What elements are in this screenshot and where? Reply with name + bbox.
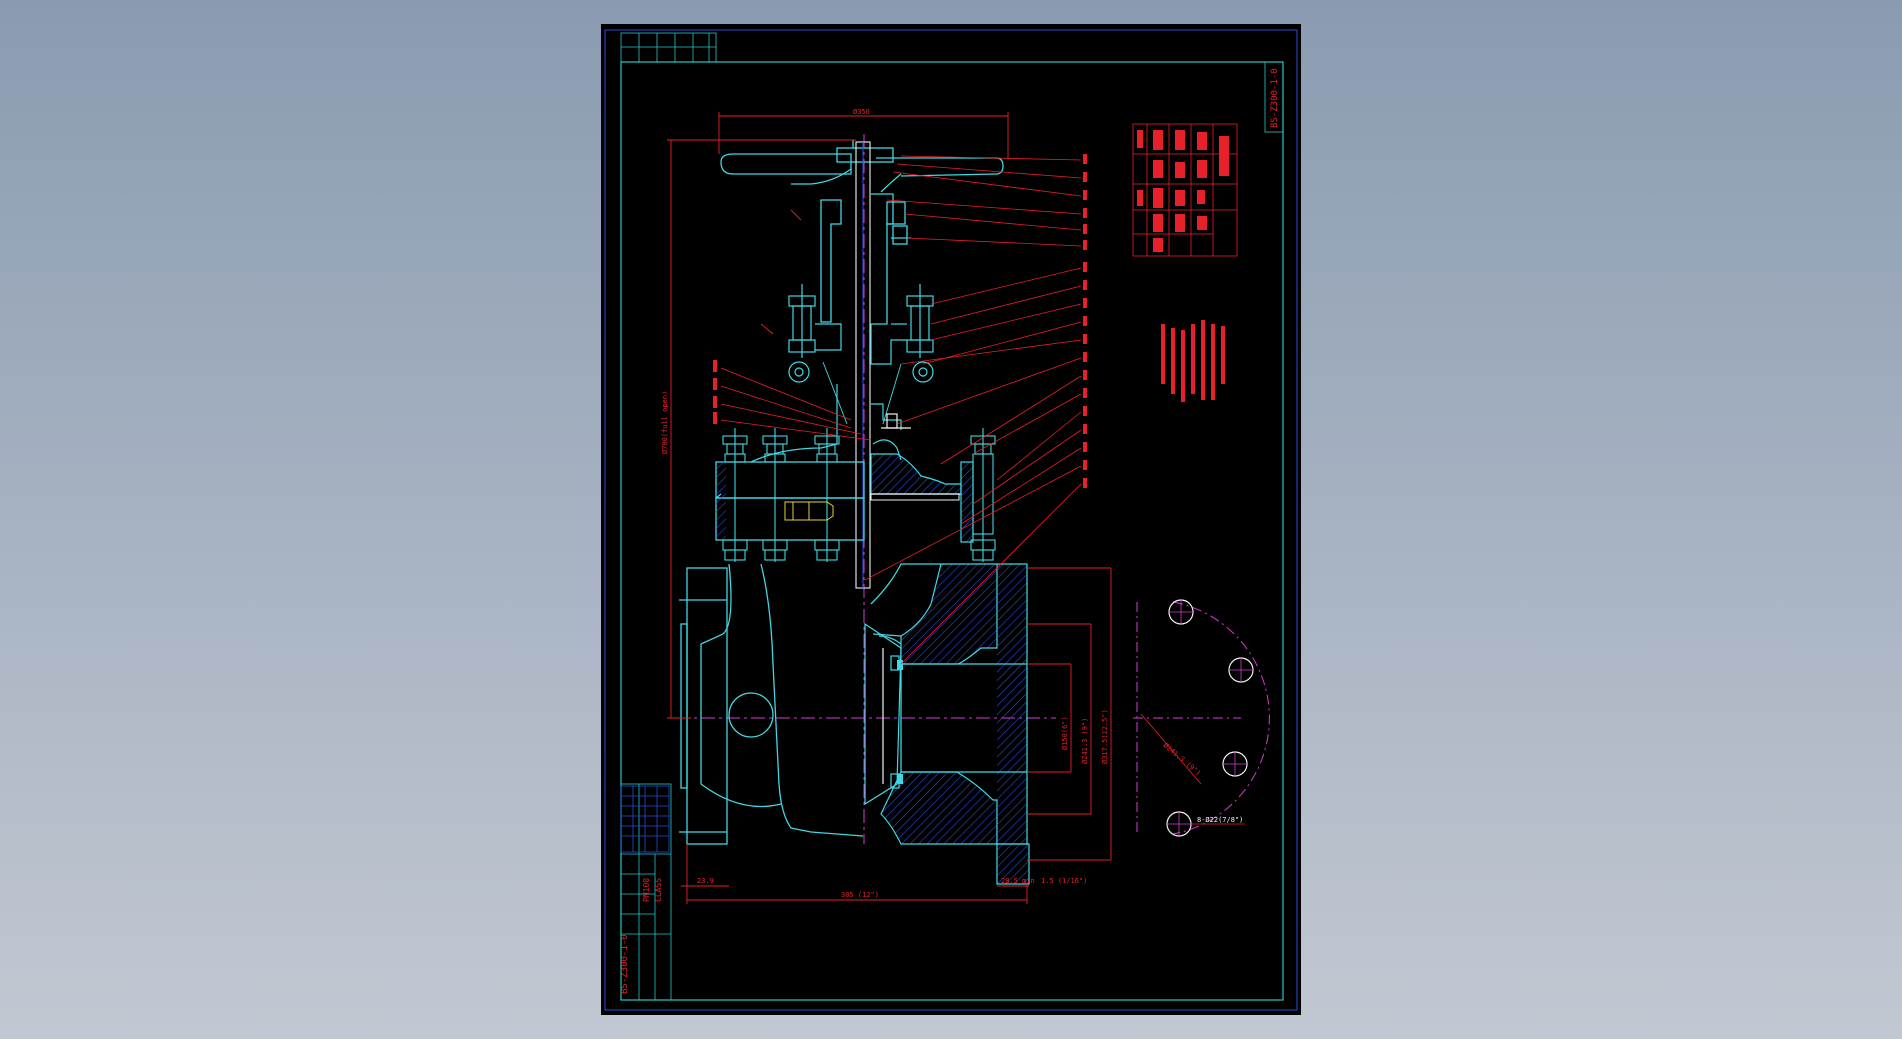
svg-text:Ø150(6"): Ø150(6") bbox=[1061, 716, 1069, 750]
svg-text:Ø700(full open): Ø700(full open) bbox=[661, 391, 669, 454]
body-right-outline bbox=[870, 563, 1027, 773]
svg-text:23.9: 23.9 bbox=[697, 877, 714, 885]
title-block-text: PN100 CLASS bbox=[642, 878, 663, 902]
valve-body-section bbox=[880, 563, 1030, 885]
title-block-grid bbox=[620, 785, 670, 853]
drawing-number-bottom: BS-Z300-1-0 bbox=[620, 934, 630, 994]
handwheel bbox=[720, 140, 1004, 193]
svg-text:Ø350: Ø350 bbox=[853, 108, 870, 116]
svg-text:PN100: PN100 bbox=[642, 878, 651, 902]
valve-body-left bbox=[700, 563, 864, 837]
valve-stem bbox=[855, 141, 871, 589]
drawing-frame bbox=[620, 61, 1284, 1001]
svg-text:CLASS: CLASS bbox=[654, 878, 663, 902]
yoke-bolts bbox=[788, 284, 934, 365]
title-block bbox=[620, 783, 672, 1001]
bonnet-section bbox=[870, 453, 962, 501]
right-bonnet-flange bbox=[960, 461, 974, 543]
svg-text:8-Ø22(7/8"): 8-Ø22(7/8") bbox=[1197, 816, 1243, 824]
svg-text:1.5 (1/16"): 1.5 (1/16") bbox=[1041, 877, 1087, 885]
svg-text:BS-Z300-1-0: BS-Z300-1-0 bbox=[620, 934, 630, 994]
revision-box bbox=[620, 32, 717, 63]
dimension-text: Ø350 Ø700(full open) 305 (12") 23.9 28.5… bbox=[661, 108, 1109, 899]
parts-table bbox=[1132, 123, 1238, 257]
leader-lines bbox=[720, 155, 1082, 665]
gland-detail bbox=[784, 501, 834, 521]
svg-text:BS-Z300-1-0: BS-Z300-1-0 bbox=[1270, 68, 1280, 128]
drawing-sheet[interactable]: BS-Z300-1-0 BS-Z300-1-0 bbox=[601, 24, 1301, 1015]
dimension-lines bbox=[667, 112, 1112, 904]
outer-border bbox=[604, 29, 1298, 1011]
drawing-number-top: BS-Z300-1-0 bbox=[1264, 61, 1284, 133]
technical-notes bbox=[1161, 320, 1225, 402]
svg-text:Ø317.5(12.5"): Ø317.5(12.5") bbox=[1101, 709, 1109, 764]
svg-text:28.5 min: 28.5 min bbox=[1001, 877, 1035, 885]
left-flange bbox=[679, 567, 728, 845]
bonnet-hatch-left bbox=[716, 462, 726, 540]
balloon-numbers bbox=[713, 154, 1087, 488]
svg-text:Ø241.3 (9"): Ø241.3 (9") bbox=[1081, 718, 1089, 764]
parts-table-marks bbox=[1137, 130, 1229, 252]
gland-eyebolts bbox=[788, 361, 934, 425]
seat-rings bbox=[897, 660, 903, 784]
sheet-paper bbox=[601, 24, 1301, 1015]
svg-text:305 (12"): 305 (12") bbox=[841, 891, 879, 899]
yoke bbox=[820, 193, 911, 325]
